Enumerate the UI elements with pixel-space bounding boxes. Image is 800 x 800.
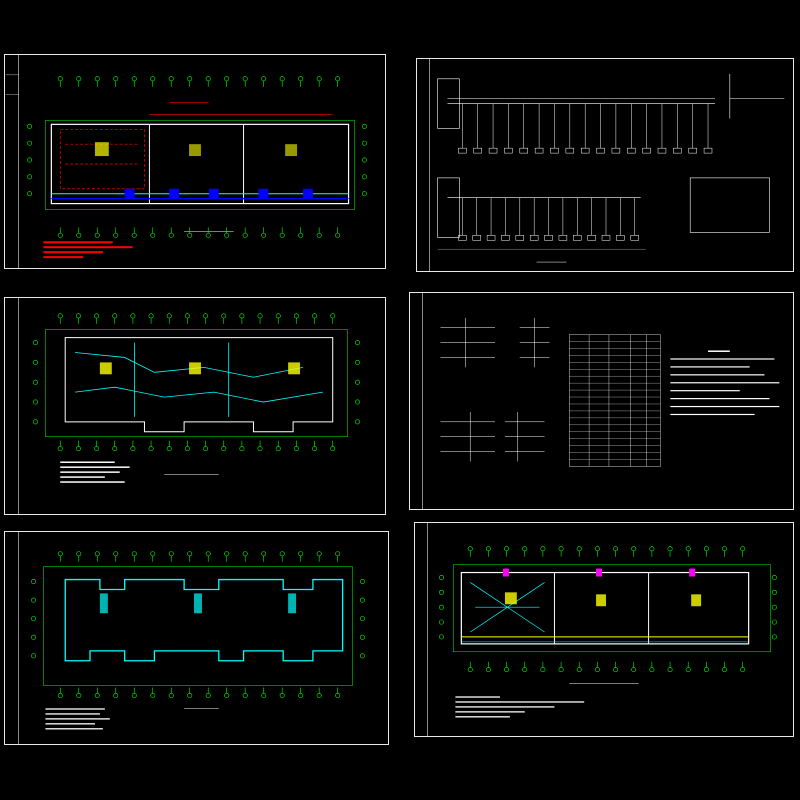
drawing-sheet-3[interactable] <box>4 297 386 515</box>
drawing-sheet-1[interactable] <box>4 54 386 269</box>
drawing-sheet-5[interactable] <box>4 531 389 745</box>
axis-bubbles <box>439 546 777 673</box>
axis-bubbles <box>27 76 367 238</box>
sheet-5-drawing <box>18 532 365 744</box>
sheet-3-drawing <box>18 298 360 514</box>
drawing-sheet-2[interactable] <box>416 58 794 272</box>
axis-bubbles <box>31 551 365 698</box>
drawing-sheet-6[interactable] <box>414 522 794 737</box>
sheet-1-drawing <box>5 55 367 268</box>
building-outline <box>50 123 350 205</box>
sheet-4-drawing <box>422 293 780 509</box>
sheet-2-drawing <box>429 59 785 271</box>
legend-table <box>569 334 661 467</box>
building-outline <box>460 571 750 645</box>
drawing-sheet-4[interactable] <box>409 292 794 510</box>
axis-bubbles <box>32 313 360 452</box>
sheet-6-drawing <box>427 523 777 736</box>
